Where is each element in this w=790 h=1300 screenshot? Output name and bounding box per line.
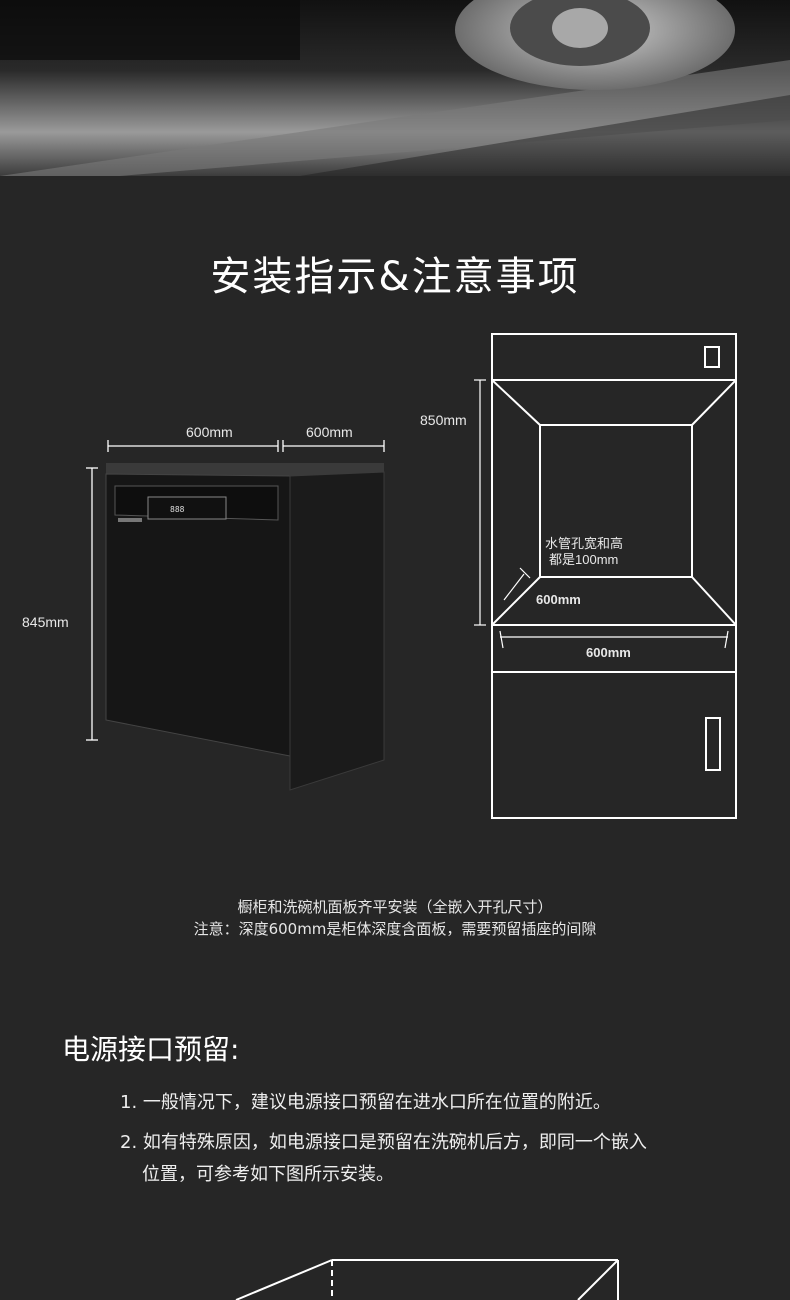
dimension-lines-right	[474, 379, 729, 649]
hero-wheel-illustration	[0, 0, 790, 176]
power-item-2-line-1: 2. 如有特殊原因，如电源接口是预留在洗碗机后方，即同一个嵌入	[120, 1132, 647, 1153]
cabinet-width-label: 600mm	[586, 645, 631, 660]
cabinet-height-label: 850mm	[420, 412, 467, 428]
svg-text:888: 888	[170, 505, 185, 514]
power-item-2-line-2: 位置，可参考如下图所示安装。	[142, 1164, 394, 1185]
dishwasher-illustration: 888	[105, 463, 385, 791]
note-line-1: 橱柜和洗碗机面板齐平安装（全嵌入开孔尺寸）	[237, 898, 553, 916]
height-label: 845mm	[22, 614, 69, 630]
section-title: 安装指示&注意事项	[210, 254, 580, 300]
note-line-2: 注意：深度600mm是柜体深度含面板，需要预留插座的间隙	[193, 920, 597, 938]
pipe-hole-label: 水管孔宽和高	[545, 536, 624, 551]
cabinet-diagram	[491, 333, 737, 819]
power-item-1: 1. 一般情况下，建议电源接口预留在进水口所在位置的附近。	[120, 1092, 611, 1113]
pipe-depth-label: 600mm	[536, 592, 581, 607]
depth-side-label: 600mm	[306, 424, 353, 440]
dimension-lines-left	[86, 440, 385, 741]
pipe-hole-size-label: 都是100mm	[549, 552, 619, 567]
power-section-heading: 电源接口预留:	[62, 1033, 240, 1066]
hero-banner-image	[0, 0, 790, 176]
installation-section	[0, 176, 790, 1300]
width-front-label: 600mm	[186, 424, 233, 440]
